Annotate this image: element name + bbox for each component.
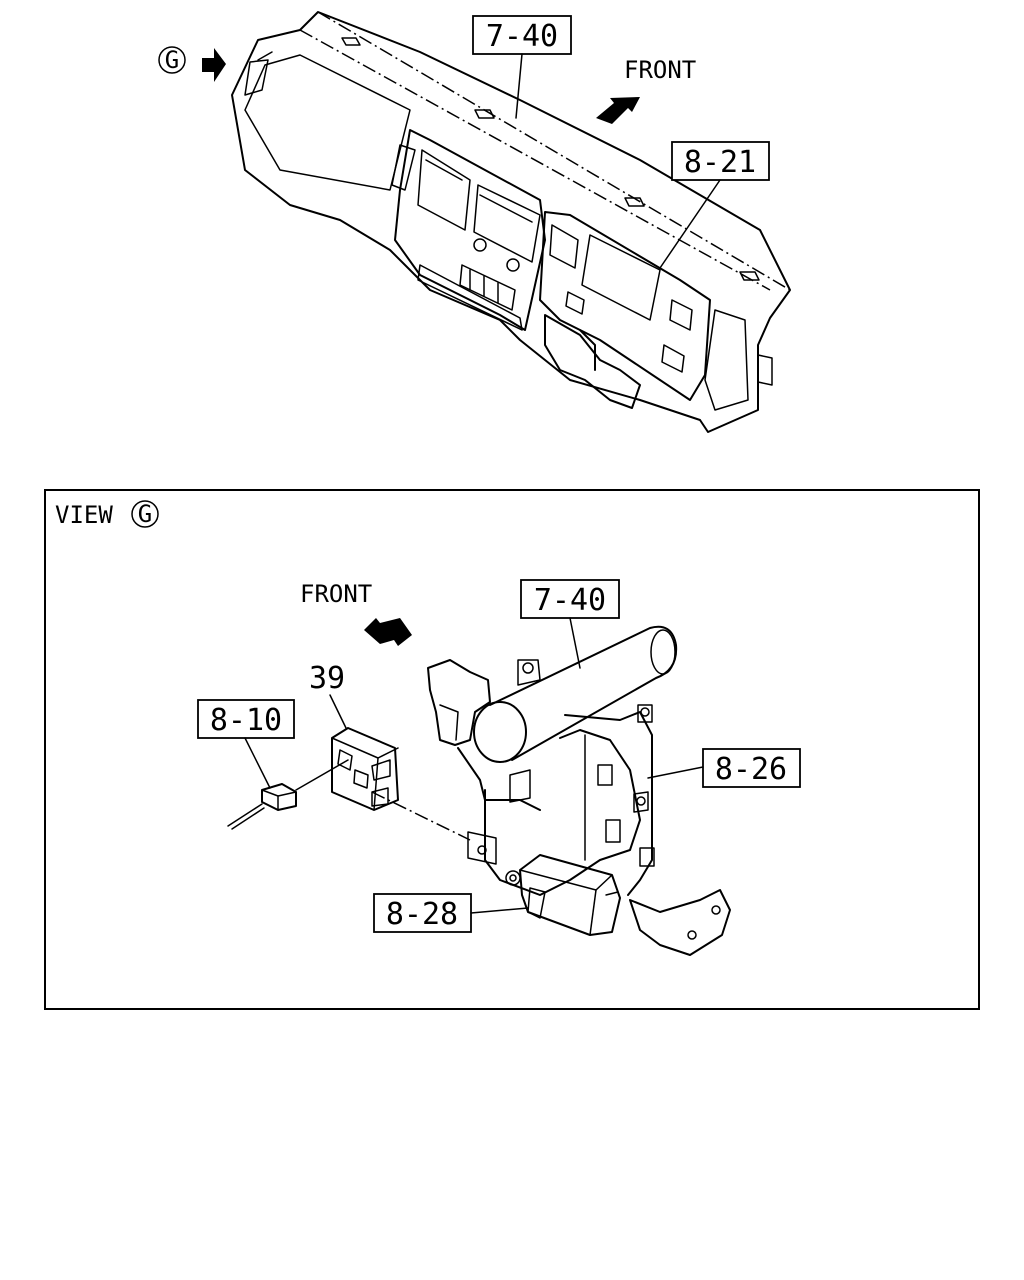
view-g-letter: G <box>165 46 179 74</box>
view-title-marker: G <box>138 500 152 528</box>
callout-8-28-label: 8-28 <box>386 897 458 932</box>
front-label-detail: FRONT <box>300 580 372 608</box>
callout-7-40-detail-label: 7-40 <box>534 583 606 618</box>
callout-8-10-label: 8-10 <box>210 703 282 738</box>
view-direction-arrow-icon <box>202 48 226 82</box>
detail-view-title: VIEW G <box>55 500 159 529</box>
connector-8-10: 8-10 <box>197 699 349 830</box>
callout-7-40-detail: 7-40 <box>520 579 620 669</box>
relay-part-39: 39 <box>309 661 399 811</box>
callout-8-10-box <box>197 699 295 739</box>
callout-8-26-label: 8-26 <box>715 752 787 787</box>
dashboard-assembly-drawing <box>231 11 791 433</box>
front-label-top: FRONT <box>624 56 696 84</box>
control-unit-8-28 <box>519 854 621 936</box>
callout-8-21-label: 8-21 <box>684 145 756 180</box>
callout-8-26: 8-26 <box>647 748 801 788</box>
callout-7-40-top: 7-40 <box>472 15 572 119</box>
callout-8-28: 8-28 <box>373 893 529 933</box>
callout-7-40-top-label: 7-40 <box>486 19 558 54</box>
part-number-39: 39 <box>309 661 345 696</box>
install-line <box>371 791 471 841</box>
bracket-assembly-drawing <box>427 625 731 956</box>
detail-view-frame <box>44 489 980 1010</box>
callout-8-21: 8-21 <box>659 141 770 269</box>
front-indicator-detail: FRONT <box>300 580 412 646</box>
front-indicator-top: FRONT <box>596 56 696 124</box>
view-g-marker: G <box>158 46 226 82</box>
front-arrow-detail-icon <box>364 618 412 646</box>
front-arrow-top-icon <box>596 97 640 124</box>
view-title-text: VIEW <box>55 501 113 529</box>
